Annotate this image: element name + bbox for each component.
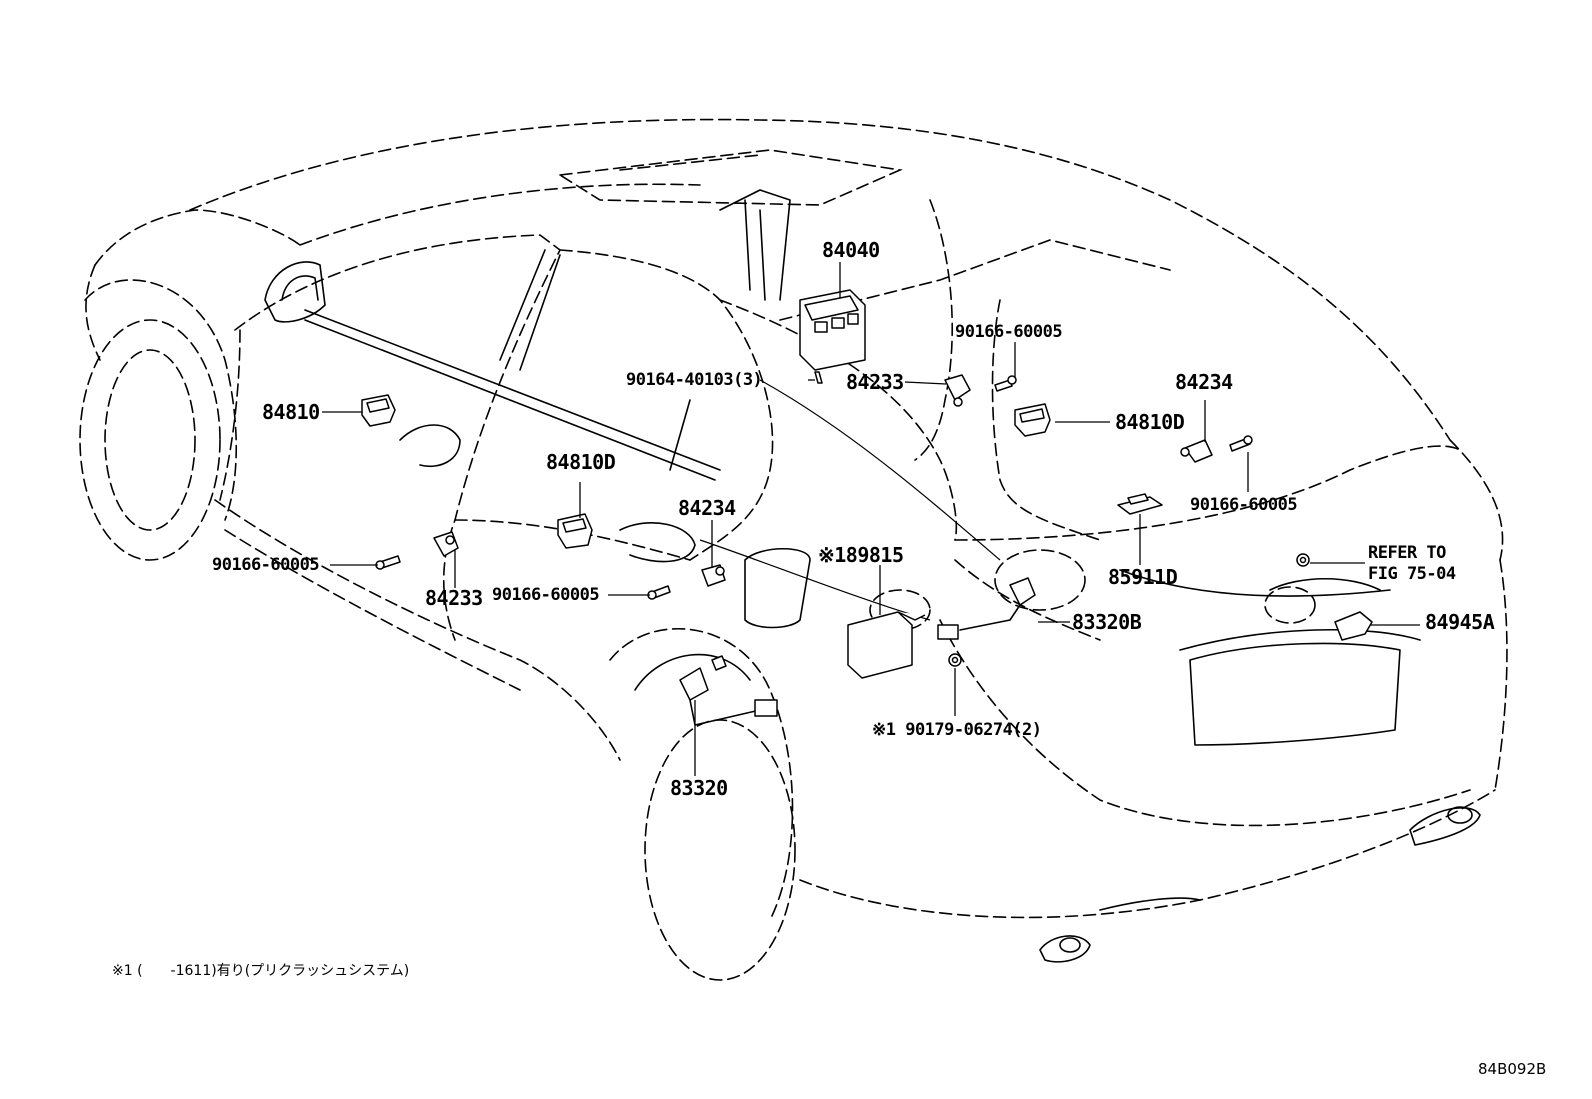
label-84234-right[interactable]: 84234 (1175, 370, 1233, 394)
part-84810 (361, 394, 396, 427)
label-90166-60005-mid[interactable]: 90166-60005 (492, 585, 600, 605)
part-84810D-right (1014, 403, 1051, 437)
part-84040-switch (799, 289, 866, 371)
part-84234-right (1180, 439, 1213, 463)
label-84810D-right[interactable]: 84810D (1115, 410, 1185, 434)
label-85911D[interactable]: 85911D (1108, 565, 1178, 589)
figure-code: 84B092B (1478, 1060, 1547, 1078)
part-screw-left (375, 555, 401, 570)
label-84810[interactable]: 84810 (262, 400, 320, 424)
label-89815[interactable]: ※189815 (818, 543, 904, 567)
car-body (79, 118, 1508, 981)
part-screw-right (1229, 435, 1253, 452)
part-84234-mid (701, 564, 726, 587)
part-89815-module (847, 611, 926, 679)
label-84234-mid[interactable]: 84234 (678, 496, 736, 520)
label-83320B[interactable]: 83320B (1072, 610, 1142, 634)
leader-lines (322, 262, 1420, 776)
part-small-screw-90164 (814, 371, 823, 384)
part-84233-top (944, 374, 971, 407)
label-84040[interactable]: 84040 (822, 238, 880, 262)
label-90164-40103[interactable]: 90164-40103(3) (626, 370, 763, 390)
part-nut-refer (1296, 553, 1310, 567)
part-screw-top (994, 375, 1017, 392)
label-84233-left[interactable]: 84233 (425, 586, 483, 610)
label-83320[interactable]: 83320 (670, 776, 728, 800)
part-83320B-sensor (937, 577, 1036, 640)
label-90166-60005-right[interactable]: 90166-60005 (1190, 495, 1298, 515)
label-84945A[interactable]: 84945A (1425, 610, 1495, 634)
part-84810D-mid (557, 513, 593, 549)
part-screw-mid (647, 585, 671, 600)
label-84810D-mid[interactable]: 84810D (546, 450, 616, 474)
label-90179-06274[interactable]: ※1 90179-06274(2) (872, 720, 1042, 740)
part-84945A-switch (1334, 611, 1373, 641)
label-84233-top[interactable]: 84233 (846, 370, 904, 394)
label-refer-to[interactable]: REFER TO (1368, 543, 1446, 563)
label-90166-60005-top[interactable]: 90166-60005 (955, 322, 1063, 342)
label-90166-60005-left[interactable]: 90166-60005 (212, 555, 320, 575)
footnote: ※1 ( -1611)有り(プリクラッシュシステム) (112, 963, 410, 979)
part-84233-left (433, 531, 459, 557)
part-nut-90179 (948, 653, 962, 667)
label-fig-75-04[interactable]: FIG 75-04 (1368, 564, 1456, 584)
part-85911D (1117, 493, 1163, 515)
